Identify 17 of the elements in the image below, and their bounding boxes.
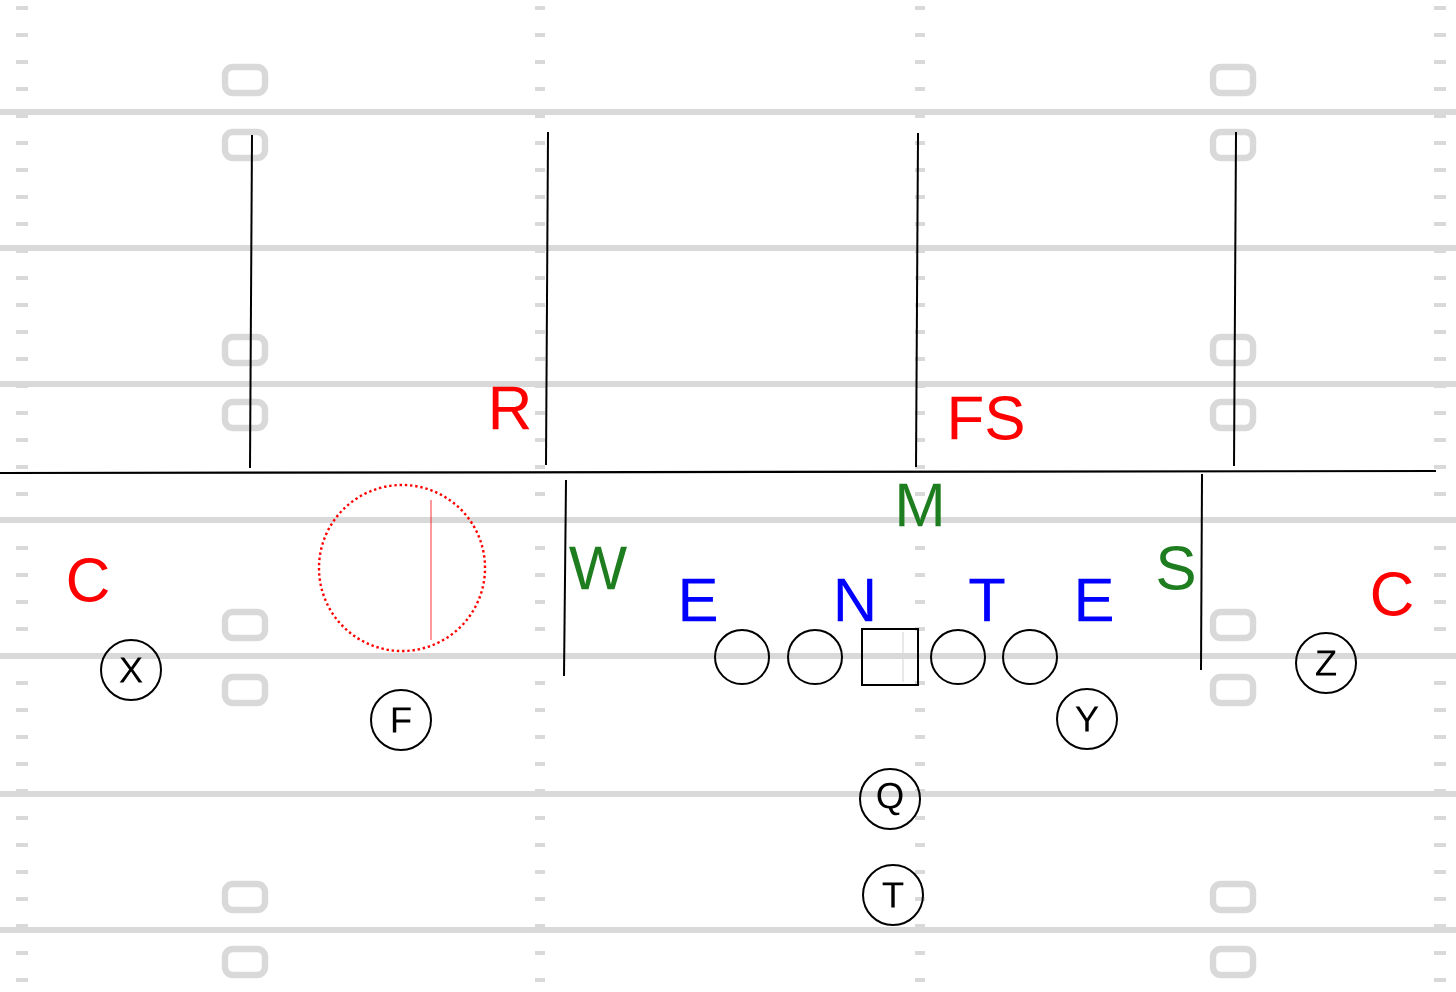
position-letter: FS bbox=[951, 396, 1023, 440]
position-letter: N bbox=[837, 578, 873, 622]
position-letter: E bbox=[682, 578, 716, 622]
position-letter: S bbox=[1158, 546, 1194, 590]
position-letter: E bbox=[1078, 578, 1112, 622]
position-letter: M bbox=[899, 483, 941, 527]
lineman-circle bbox=[1002, 629, 1058, 685]
position-letter: W bbox=[569, 546, 627, 590]
center-square bbox=[861, 628, 919, 686]
position-letter: C bbox=[68, 558, 108, 602]
position-letter: T bbox=[969, 578, 1005, 622]
lineman-circle bbox=[787, 629, 843, 685]
position-letter: R bbox=[492, 386, 530, 430]
lineman-circle bbox=[714, 629, 770, 685]
position-letter: C bbox=[1372, 572, 1412, 616]
lineman-circle bbox=[930, 629, 986, 685]
zone-circle bbox=[317, 483, 487, 653]
